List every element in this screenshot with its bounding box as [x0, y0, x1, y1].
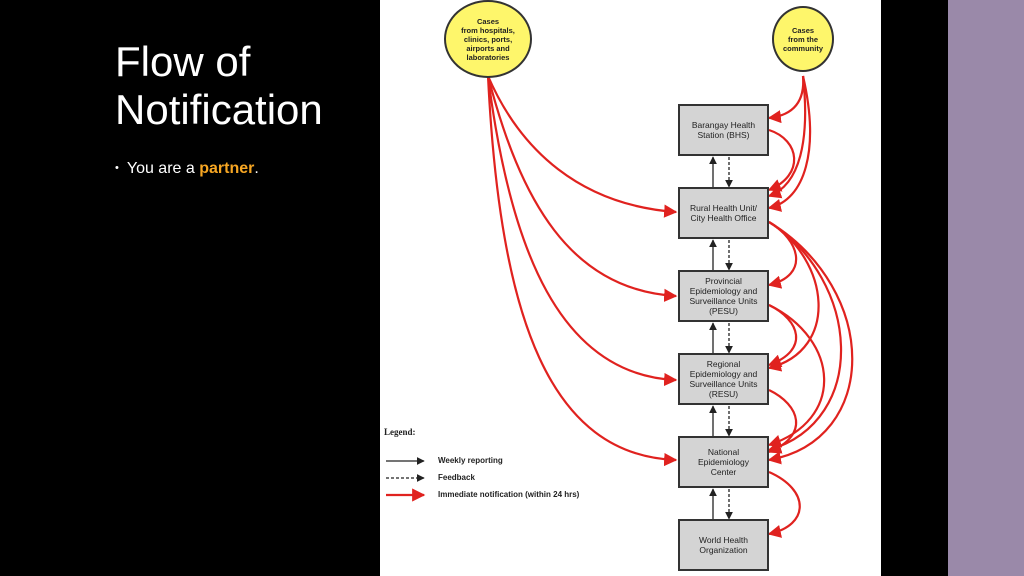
immediate-hospitals-resu	[486, 75, 678, 387]
flow-diagram: Cases from hospitals, clinics, ports, ai…	[380, 0, 881, 576]
immediate-hospitals-nec	[486, 75, 678, 467]
bullet-dot: •	[115, 162, 119, 174]
immediate-hospitals-pesu	[486, 75, 678, 302]
immediate-resu-nec	[767, 389, 798, 454]
legend-title: Legend:	[384, 427, 416, 437]
bullet-highlight: partner	[199, 160, 255, 177]
source-community-circle: Cases from the community	[772, 6, 834, 72]
node-pesu: Provincial Epidemiology and Surveillance…	[678, 270, 769, 322]
immediate-nec-who	[767, 470, 801, 538]
node-resu: Regional Epidemiology and Surveillance U…	[678, 353, 769, 405]
node-who: World Health Organization	[678, 519, 769, 571]
bullet-point: • You are a partner.	[115, 160, 259, 178]
node-nec: National Epidemiology Center	[678, 436, 769, 488]
immediate-community-rhu-b	[767, 75, 812, 212]
immediate-bhs-rhu	[767, 128, 796, 192]
node-bhs: Barangay Health Station (BHS)	[678, 104, 769, 156]
bullet-prefix: You are a	[126, 160, 200, 177]
bullet-suffix: .	[254, 160, 259, 177]
accent-bar	[948, 0, 1024, 576]
slide-title: Flow of Notification	[115, 38, 323, 133]
legend-feedback-label: Feedback	[438, 473, 475, 482]
immediate-hospitals-rhu	[486, 75, 678, 218]
node-rhu: Rural Health Unit/ City Health Office	[678, 187, 769, 239]
immediate-rhu-nec-a	[767, 221, 843, 453]
diagram-connectors	[386, 75, 854, 538]
immediate-community-bhs	[767, 75, 805, 124]
legend-immediate-label: Immediate notification (within 24 hrs)	[438, 490, 580, 499]
source-hospitals-circle: Cases from hospitals, clinics, ports, ai…	[444, 0, 532, 78]
legend-weekly-label: Weekly reporting	[438, 456, 503, 465]
immediate-rhu-nec-b	[767, 221, 854, 465]
